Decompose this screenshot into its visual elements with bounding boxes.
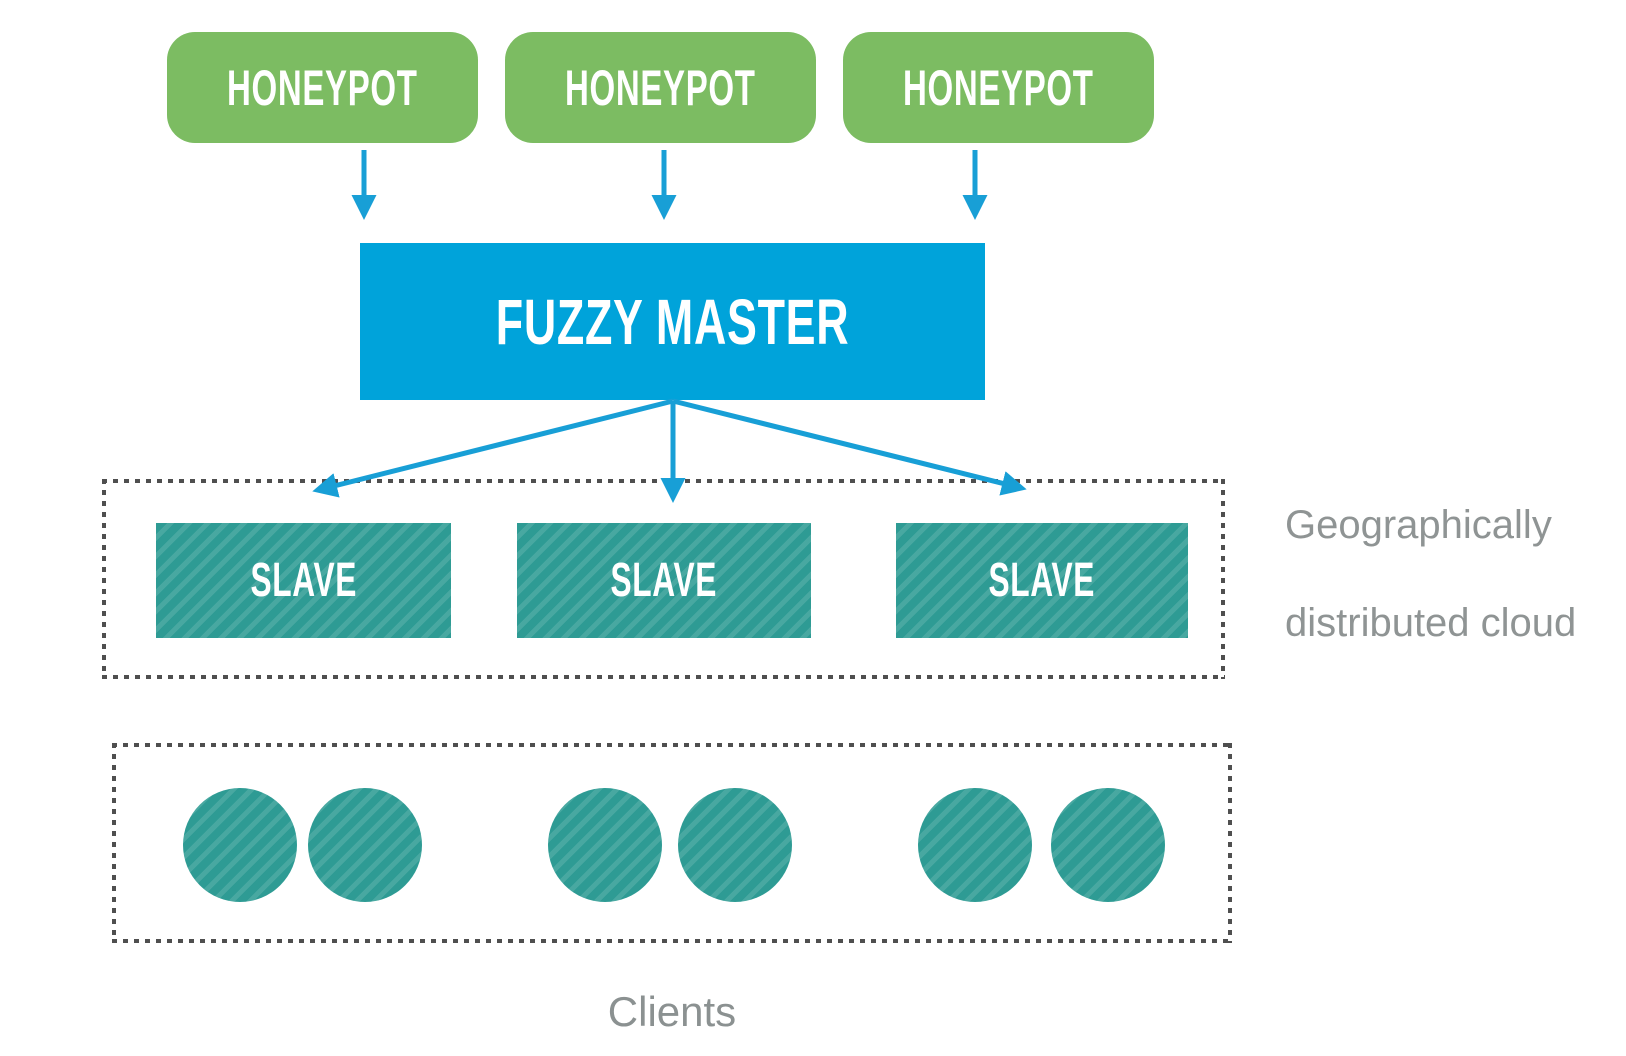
arrow-master-to-slave3 <box>672 398 1027 496</box>
cloud-caption-line2: distributed cloud <box>1285 601 1577 645</box>
client-circle <box>678 788 792 902</box>
fuzzy-master-label: FUZZY MASTER <box>495 285 850 358</box>
slave-node-2: SLAVE <box>517 523 811 638</box>
client-circle <box>308 788 422 902</box>
slave-label: SLAVE <box>988 554 1096 607</box>
client-circle <box>183 788 297 902</box>
arrow-master-to-slave1 <box>312 398 674 498</box>
honeypot-node-3: HONEYPOT <box>843 32 1154 143</box>
client-circle <box>918 788 1032 902</box>
honeypot-label: HONEYPOT <box>903 59 1094 116</box>
cloud-caption-line1: Geographically <box>1285 503 1552 547</box>
clients-caption: Clients <box>607 988 737 1035</box>
slave-node-1: SLAVE <box>156 523 451 638</box>
fuzzy-master-node: FUZZY MASTER <box>360 243 985 400</box>
client-circle <box>548 788 662 902</box>
clients-dotted-container <box>112 743 1232 943</box>
honeypot-node-2: HONEYPOT <box>505 32 816 143</box>
slave-label: SLAVE <box>610 554 718 607</box>
slave-label: SLAVE <box>250 554 357 607</box>
honeypot-label: HONEYPOT <box>227 59 418 116</box>
honeypot-node-1: HONEYPOT <box>167 32 478 143</box>
slave-node-3: SLAVE <box>896 523 1188 638</box>
client-circle <box>1051 788 1165 902</box>
honeypot-label: HONEYPOT <box>565 59 756 116</box>
